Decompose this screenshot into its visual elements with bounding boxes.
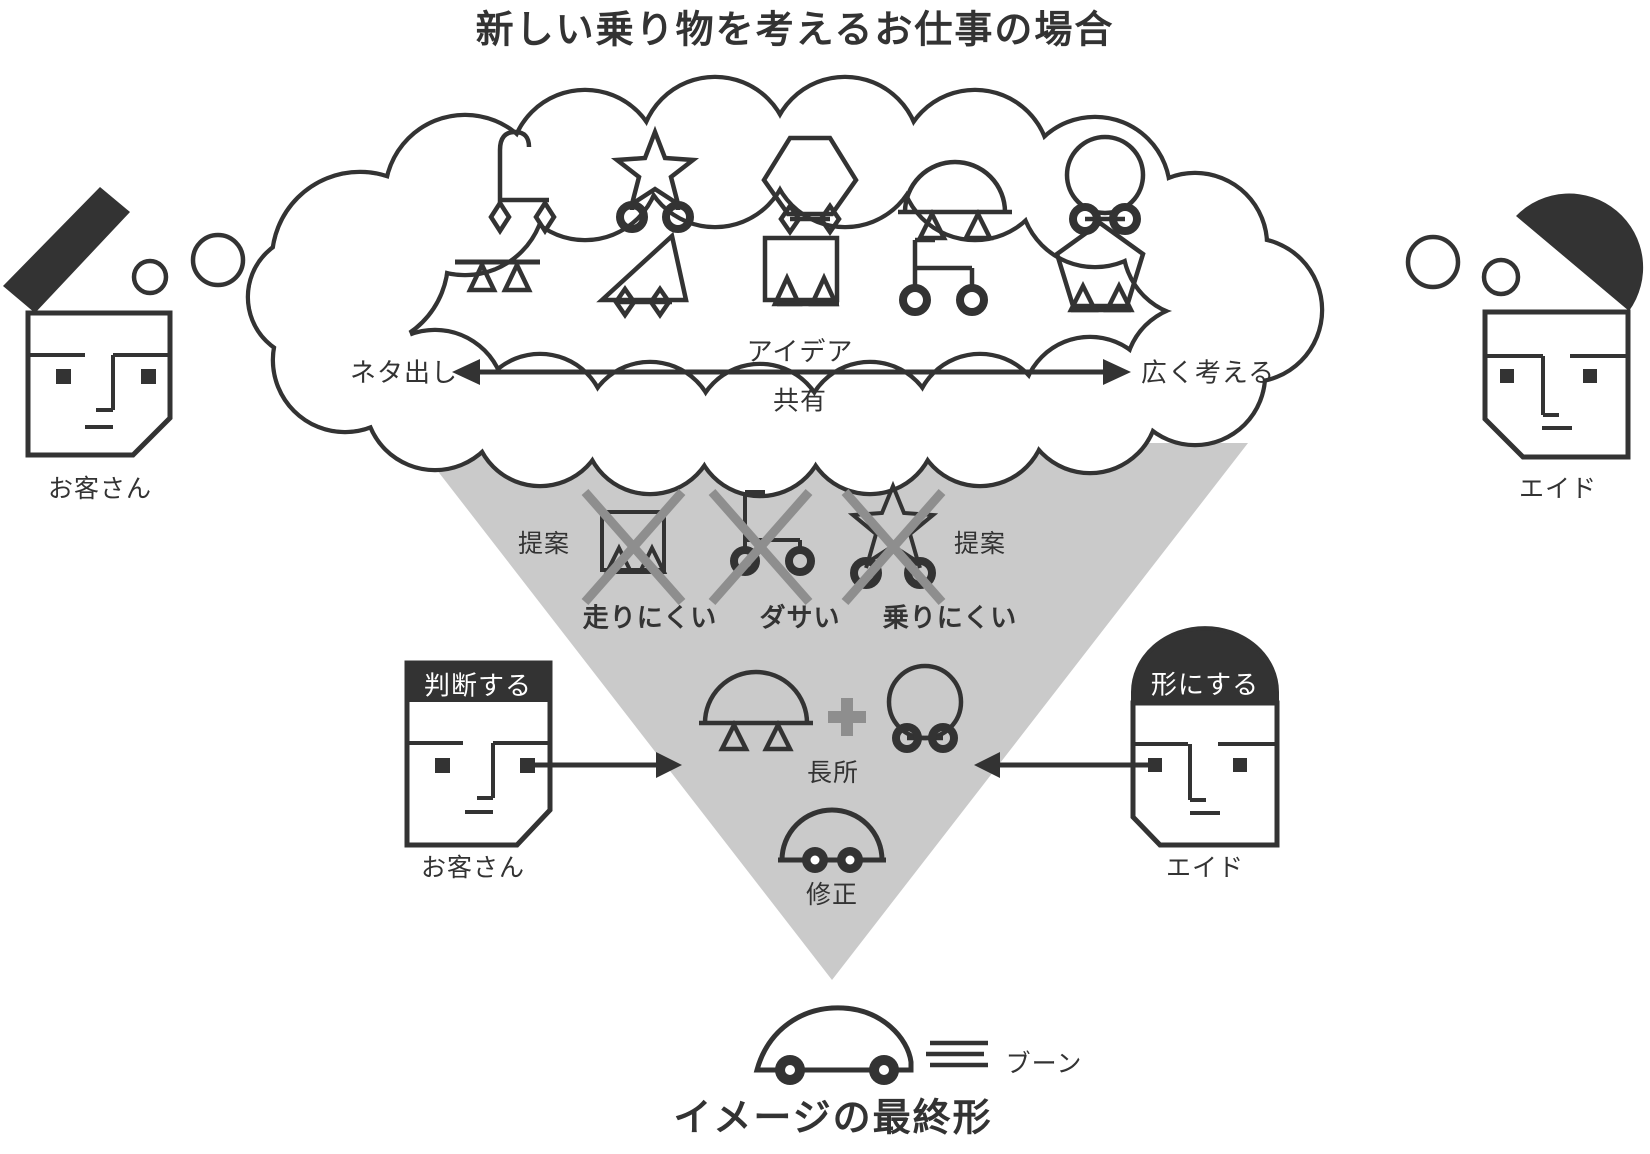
rejected-reason-1: 走りにくい xyxy=(582,602,718,633)
customer-top-figure xyxy=(3,187,173,458)
eye xyxy=(1148,758,1162,772)
aid-mid-label: エイド xyxy=(1165,854,1245,882)
aid-mid-hair xyxy=(1131,626,1279,705)
axis-top-label: アイデア xyxy=(746,336,854,367)
eye xyxy=(56,369,71,384)
customer-mid-role-band xyxy=(409,665,548,702)
ring-cart-icon xyxy=(1064,134,1146,235)
aid-mid-role-badge: 形にする xyxy=(1150,669,1260,700)
eye xyxy=(1500,369,1514,383)
plus-icon xyxy=(828,698,866,736)
rejected-reason-2: ダサい xyxy=(759,602,841,633)
eye xyxy=(520,758,535,773)
speed-lines-icon xyxy=(926,1040,988,1068)
aid-top-figure xyxy=(1482,193,1644,460)
thought-bubbles-right xyxy=(1405,234,1521,297)
proposal-right-label: 提案 xyxy=(953,530,1007,558)
eye xyxy=(435,758,450,773)
eye xyxy=(141,369,156,384)
merge-dome-cart xyxy=(699,669,813,752)
sound-label: ブーン xyxy=(1005,1050,1083,1078)
triangle-cart-icon xyxy=(596,231,689,319)
cross-out-1 xyxy=(581,489,686,605)
idea-axis-arrow xyxy=(452,359,1131,385)
pentagon-cart-icon xyxy=(1054,220,1146,313)
revised-car xyxy=(778,807,886,873)
final-car xyxy=(753,1005,914,1085)
result-caption: イメージの最終形 xyxy=(673,1097,993,1140)
aid-top-hair xyxy=(1516,193,1644,311)
judge-arrow xyxy=(535,752,682,778)
revise-label: 修正 xyxy=(805,881,859,909)
hook-cart-icon xyxy=(488,129,557,236)
aid-top-label: エイド xyxy=(1518,475,1598,503)
proposal-left-label: 提案 xyxy=(517,530,571,558)
merge-ring-cart xyxy=(886,663,964,753)
aid-mid-figure xyxy=(1130,626,1280,848)
plank-cart-icon xyxy=(455,259,540,293)
cross-out-2 xyxy=(708,489,813,605)
customer-top-hat xyxy=(3,187,130,313)
customer-top-label: お客さん xyxy=(47,475,153,503)
star-cart-icon xyxy=(610,125,700,233)
eye xyxy=(1233,758,1247,772)
axis-right-label: 広く考える xyxy=(1140,357,1276,388)
merge-label: 長所 xyxy=(806,759,860,787)
axis-left-label: ネタ出し xyxy=(349,357,459,388)
cross-out-3 xyxy=(841,489,946,605)
customer-mid-label: お客さん xyxy=(420,854,526,882)
eye xyxy=(1583,369,1597,383)
shaper-arrow xyxy=(974,752,1148,778)
hexagon-cart-icon xyxy=(761,135,859,236)
box-cart-icon xyxy=(762,235,840,307)
rejected-reason-3: 乗りにくい xyxy=(882,602,1018,633)
axis-bottom-label: 共有 xyxy=(772,385,828,416)
thought-cloud-fill xyxy=(250,79,1320,494)
thought-bubbles-left xyxy=(131,232,246,296)
page-title: 新しい乗り物を考えるお仕事の場合 xyxy=(475,9,1115,52)
customer-mid-role-badge: 判断する xyxy=(423,670,533,701)
walker-cart-icon xyxy=(899,237,988,316)
customer-mid-figure xyxy=(404,660,553,848)
